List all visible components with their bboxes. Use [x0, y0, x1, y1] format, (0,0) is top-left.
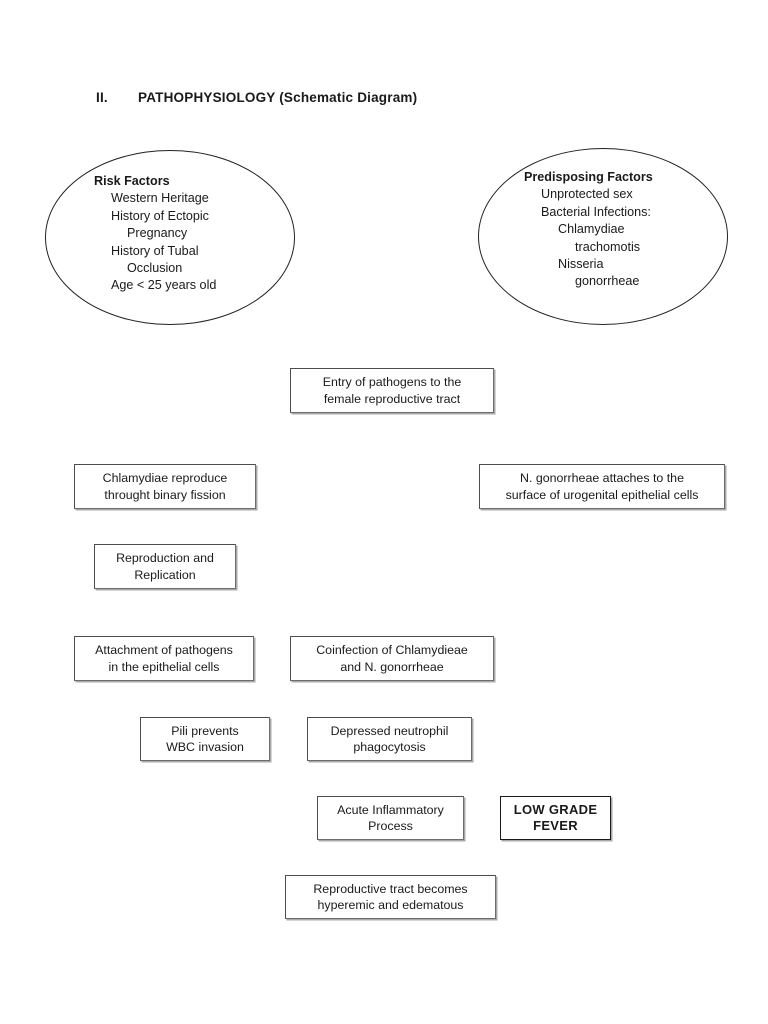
ellipse-risk-factors-item-3: History of Tubal — [111, 243, 199, 258]
section-title: PATHOPHYSIOLOGY (Schematic Diagram) — [138, 90, 418, 105]
process-box-reproduction: Reproduction and Replication — [94, 544, 236, 589]
process-box-pili: Pili prevents WBC invasion — [140, 717, 270, 761]
ellipse-risk-factors-text: Risk Factors Western Heritage History of… — [46, 151, 342, 295]
process-box-pili-label: Pili prevents WBC invasion — [166, 723, 244, 755]
process-box-coinfection-label: Coinfection of Chlamydieae and N. gonorr… — [316, 643, 468, 674]
process-box-reproduction-label: Reproduction and Replication — [116, 551, 214, 582]
section-heading: II. PATHOPHYSIOLOGY (Schematic Diagram) — [96, 90, 417, 105]
process-box-neutrophil-label: Depressed neutrophil phagocytosis — [330, 723, 449, 755]
ellipse-risk-factors-item-2: Pregnancy — [127, 226, 188, 241]
process-box-entry-label: Entry of pathogens to the female reprodu… — [322, 375, 462, 406]
ellipse-predisposing-factors-item-0: Unprotected sex — [541, 187, 633, 202]
process-box-coinfection: Coinfection of Chlamydieae and N. gonorr… — [290, 636, 494, 681]
process-box-entry: Entry of pathogens to the female reprodu… — [290, 368, 494, 413]
ellipse-risk-factors-item-0: Western Heritage — [111, 191, 209, 206]
ellipse-predisposing-factors-item-2: Chlamydiae — [558, 222, 625, 237]
ellipse-risk-factors-item-5: Age < 25 years old — [111, 278, 217, 293]
process-box-attachment-label: Attachment of pathogens in the epithelia… — [95, 643, 233, 674]
ellipse-risk-factors-title: Risk Factors — [94, 174, 170, 188]
process-box-chlamydiae: Chlamydiae reproduce throught binary fis… — [74, 464, 256, 509]
process-box-gonorrheae: N. gonorrheae attaches to the surface of… — [479, 464, 725, 509]
process-box-acute-inflammatory: Acute Inflammatory Process — [317, 796, 464, 840]
ellipse-predisposing-factors-item-4: Nisseria — [558, 257, 604, 272]
process-box-neutrophil: Depressed neutrophil phagocytosis — [307, 717, 472, 761]
ellipse-predisposing-factors-text: Predisposing Factors Unprotected sex Bac… — [479, 149, 768, 291]
ellipse-predisposing-factors: Predisposing Factors Unprotected sex Bac… — [478, 148, 728, 325]
section-numeral: II. — [96, 90, 108, 105]
process-box-low-grade-fever: LOW GRADE FEVER — [500, 796, 611, 840]
ellipse-predisposing-factors-item-5: gonorrheae — [575, 274, 640, 289]
process-box-attachment: Attachment of pathogens in the epithelia… — [74, 636, 254, 681]
ellipse-risk-factors: Risk Factors Western Heritage History of… — [45, 150, 295, 325]
process-box-low-grade-fever-label: LOW GRADE FEVER — [513, 801, 598, 834]
process-box-hyperemic-label: Reproductive tract becomes hyperemic and… — [313, 881, 468, 913]
ellipse-predisposing-factors-title: Predisposing Factors — [524, 170, 653, 184]
ellipse-predisposing-factors-item-3: trachomotis — [575, 239, 641, 254]
process-box-chlamydiae-label: Chlamydiae reproduce throught binary fis… — [102, 471, 228, 502]
process-box-hyperemic: Reproductive tract becomes hyperemic and… — [285, 875, 496, 919]
ellipse-risk-factors-item-4: Occlusion — [127, 261, 183, 276]
ellipse-risk-factors-item-1: History of Ectopic — [111, 208, 209, 223]
process-box-gonorrheae-label: N. gonorrheae attaches to the surface of… — [505, 471, 699, 502]
ellipse-predisposing-factors-item-1: Bacterial Infections: — [541, 204, 651, 219]
process-box-acute-inflammatory-label: Acute Inflammatory Process — [337, 802, 444, 834]
